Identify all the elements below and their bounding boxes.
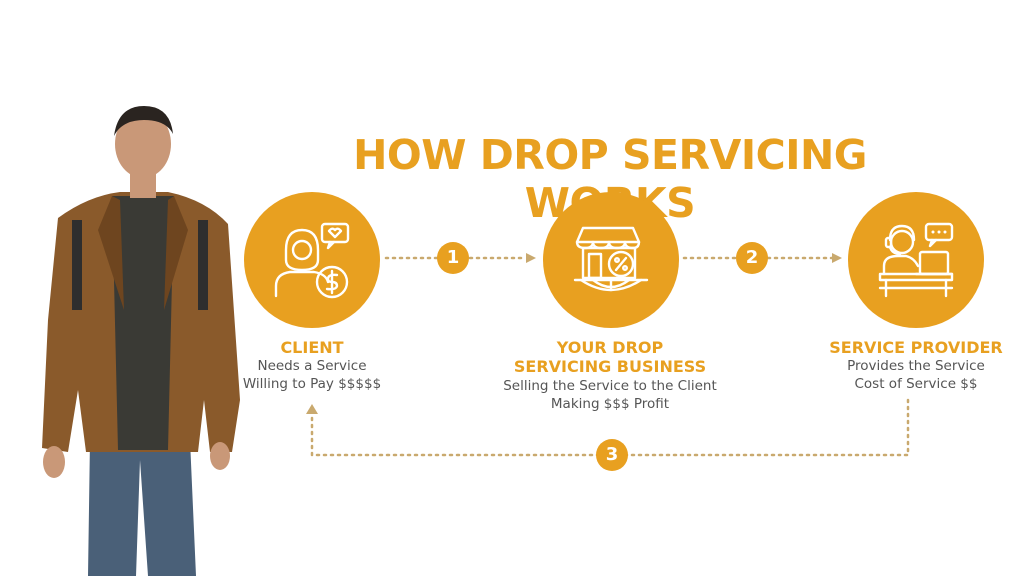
step-badge-3: 3: [596, 439, 628, 471]
provider-label: SERVICE PROVIDER: [829, 338, 1003, 357]
business-line-2: Making $$$ Profit: [550, 396, 670, 412]
client-label: CLIENT: [280, 338, 344, 357]
client-line-1: Needs a Service: [257, 358, 367, 374]
freelancer-laptop-icon: [878, 222, 954, 298]
client-line-2: Willing to Pay $$$$$: [242, 376, 382, 392]
arrowhead-to-business: [526, 253, 536, 263]
step-badge-1: 1: [437, 242, 469, 274]
business-label-line-2: SERVICING BUSINESS: [513, 357, 707, 376]
step-badge-2: 2: [736, 242, 768, 274]
arrowhead-to-client: [306, 404, 318, 414]
provider-line-1: Provides the Service: [847, 358, 985, 374]
person-photo: [42, 106, 240, 576]
business-circle: [543, 192, 679, 328]
business-line-1: Selling the Service to the Client: [503, 378, 717, 394]
business-label-line-1: YOUR DROP: [556, 338, 664, 357]
provider-line-2: Cost of Service $$: [854, 376, 978, 392]
client-circle: [244, 192, 380, 328]
arrowhead-to-provider: [832, 253, 842, 263]
client-money-icon: [274, 222, 350, 299]
provider-circle: [848, 192, 984, 328]
storefront-discount-icon: [573, 226, 649, 292]
